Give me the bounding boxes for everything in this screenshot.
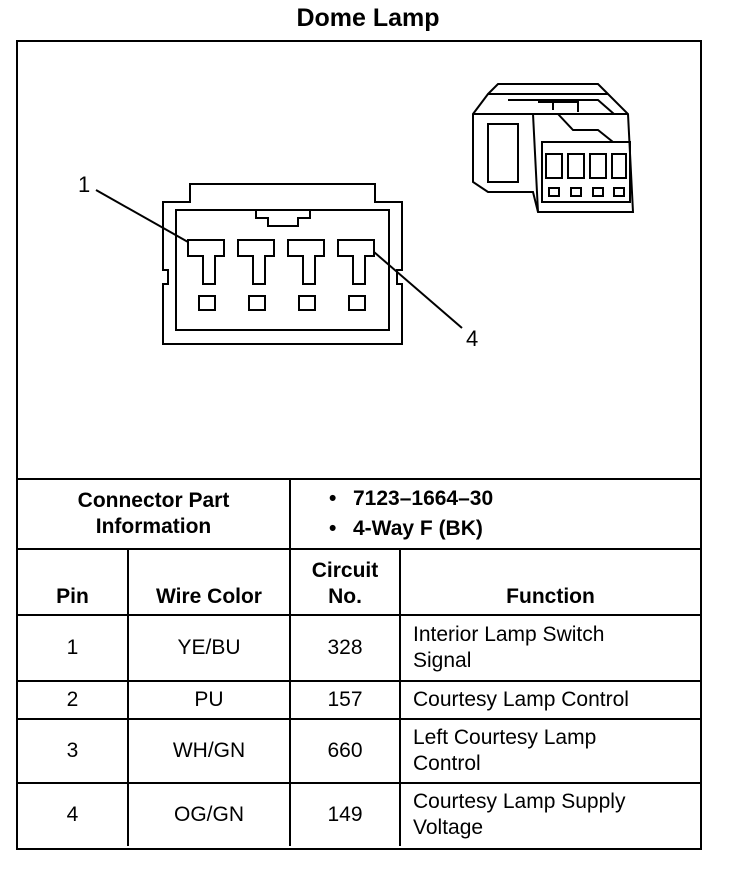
table-row: 2 PU 157 Courtesy Lamp Control [18, 680, 700, 720]
pin-callout-1: 1 [78, 172, 90, 197]
terminal-cavities [187, 239, 375, 311]
connector-description: •4-Way F (BK) [329, 517, 483, 540]
part-number: •7123–1664–30 [329, 487, 494, 510]
pin-callout-4: 4 [466, 326, 478, 351]
connector-part-info-label: Connector Part Information [18, 478, 291, 550]
connector-face-view [95, 183, 463, 345]
header-pin: Pin [18, 548, 129, 616]
page-title: Dome Lamp [296, 4, 440, 32]
connector-table: Connector Part Information •7123–1664–30… [18, 478, 700, 846]
connector-3d-view [472, 83, 635, 213]
connector-diagram: 1 4 [78, 83, 635, 351]
connector-part-info-values: •7123–1664–30 •4-Way F (BK) [289, 478, 700, 550]
connector-sheet: 1 4 Connector Part Information •7123–166… [16, 40, 702, 850]
header-wire-color: Wire Color [127, 548, 291, 616]
header-function: Function [399, 548, 700, 616]
